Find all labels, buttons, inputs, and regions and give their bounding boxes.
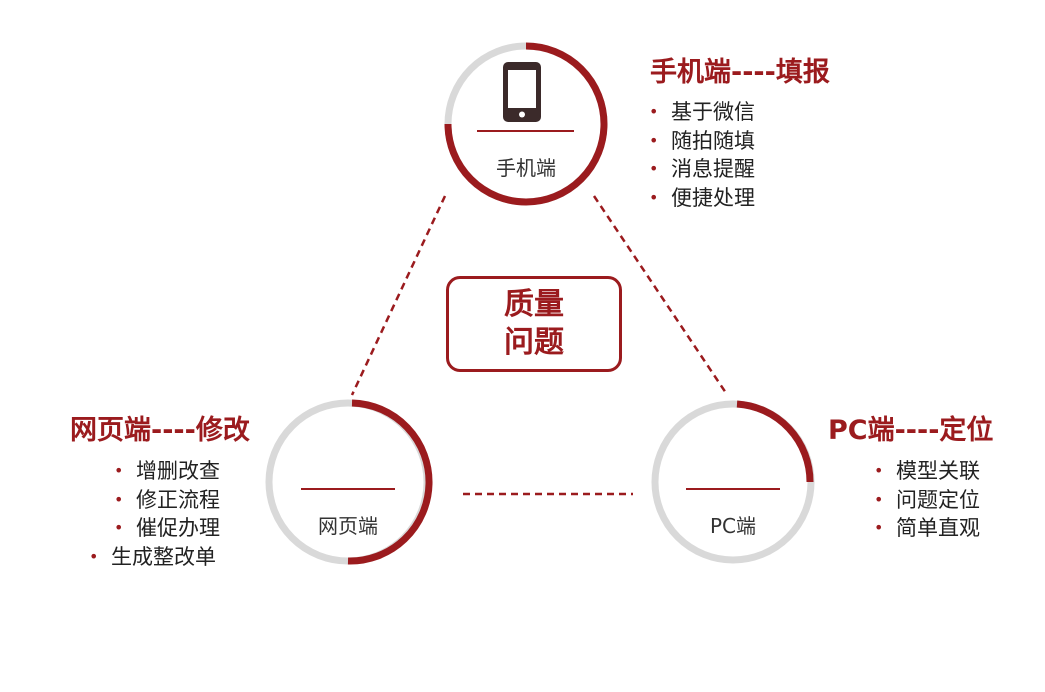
pc-node-label: PC端 (709, 514, 757, 538)
mobile-node-label: 手机端 (496, 156, 556, 180)
web-bullet-item: 催促办理 (114, 514, 220, 543)
mobile-bullet-list: 基于微信 随拍随填 消息提醒 便捷处理 (649, 98, 755, 212)
pc-bullet-item: 模型关联 (874, 457, 980, 486)
mobile-bullet-item: 基于微信 (649, 98, 755, 127)
mobile-ring-progress (444, 42, 608, 206)
mobile-title: 手机端----填报 (650, 57, 830, 88)
web-bullet-item: 生成整改单 (89, 543, 216, 572)
pc-bullet-item: 问题定位 (874, 486, 980, 515)
web-node (265, 399, 433, 565)
connector-mobile-web (350, 195, 447, 396)
pc-ring-progress (736, 400, 814, 483)
web-bullet-list: 增删改查 修正流程 催促办理 (114, 457, 220, 543)
mobile-bullet-item: 便捷处理 (649, 184, 755, 213)
pc-bullet-item: 简单直观 (874, 514, 980, 543)
connector-mobile-pc (592, 195, 728, 394)
mobile-bullet-item: 随拍随填 (649, 127, 755, 156)
center-line-2: 问题 (504, 325, 564, 360)
web-bullet-item: 增删改查 (114, 457, 220, 486)
web-bullet-list-extra: 生成整改单 (89, 543, 216, 572)
mobile-bullet-item: 消息提醒 (649, 155, 755, 184)
web-bullet-item: 修正流程 (114, 486, 220, 515)
mobile-node (444, 42, 608, 206)
pc-node (651, 400, 815, 564)
pc-bullet-list: 模型关联 问题定位 简单直观 (874, 457, 980, 543)
center-line-1: 质量 (504, 287, 564, 322)
web-node-label: 网页端 (318, 514, 378, 538)
pc-title: PC端----定位 (828, 415, 994, 446)
web-title: 网页端----修改 (70, 415, 250, 446)
smartphone-icon (503, 62, 541, 122)
web-ring-progress (347, 399, 433, 565)
center-box: 质量 问题 (446, 276, 622, 372)
